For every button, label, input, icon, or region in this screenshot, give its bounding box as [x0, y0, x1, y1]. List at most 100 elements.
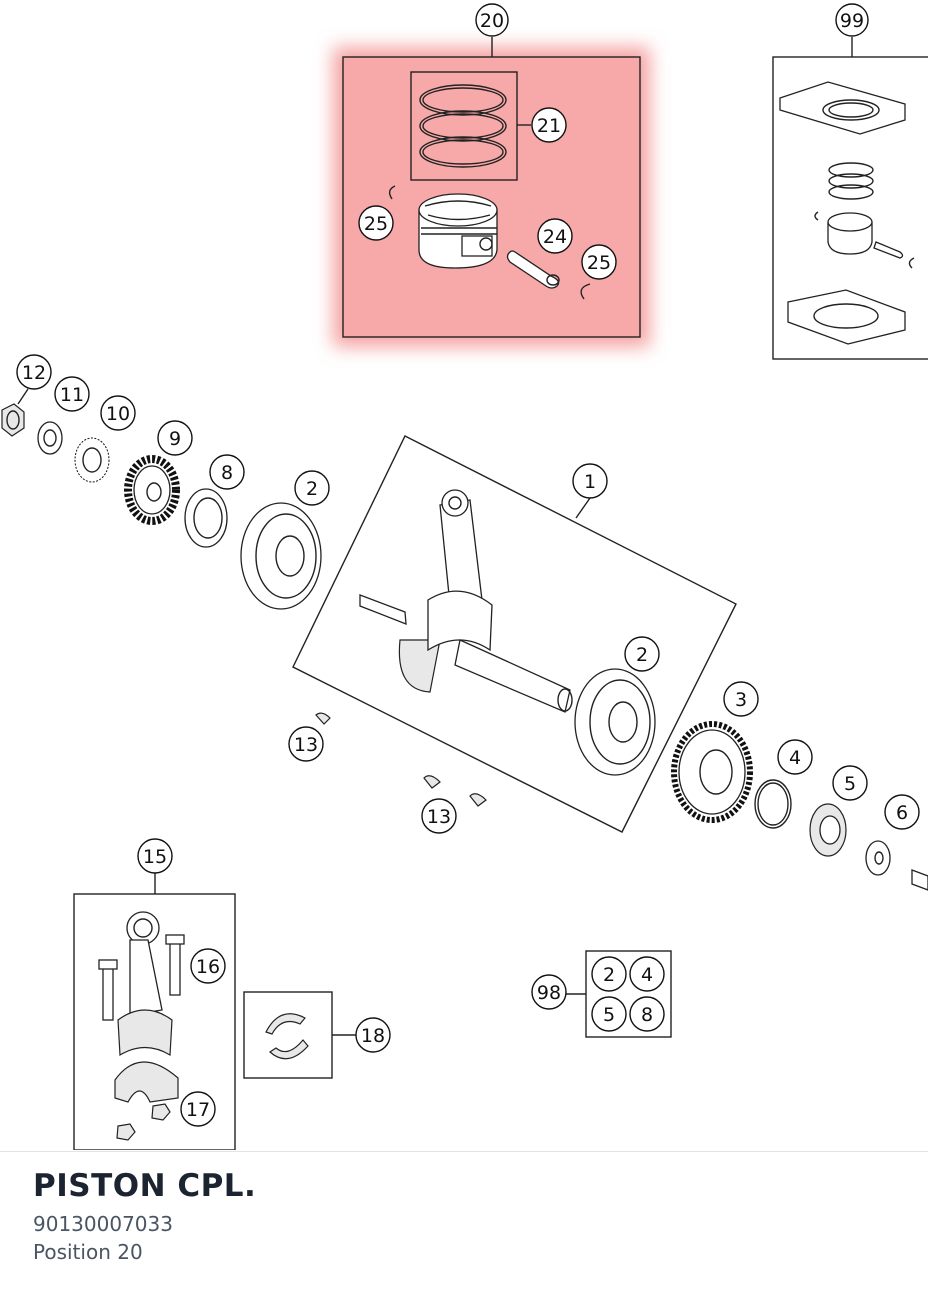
callout-label: 15 — [143, 846, 167, 868]
callout-circle — [358, 205, 394, 241]
divider — [0, 1151, 928, 1152]
callout-label: 25 — [364, 213, 388, 235]
part-info-panel: PISTON CPL. 90130007033 Position 20 — [33, 1168, 256, 1266]
callout-21[interactable]: 21 — [531, 107, 567, 143]
washer-4[interactable] — [754, 779, 792, 829]
callout-3[interactable]: 3 — [723, 681, 759, 717]
callout-10[interactable]: 10 — [100, 395, 136, 431]
callout-25[interactable]: 25 — [358, 205, 394, 241]
part-title: PISTON CPL. — [33, 1168, 257, 1204]
callout-circle — [180, 1091, 216, 1127]
keys-13-upper[interactable] — [315, 712, 331, 725]
callout-8[interactable]: 8 — [209, 454, 245, 490]
callout-4[interactable]: 4 — [777, 739, 813, 775]
callout-17[interactable]: 17 — [180, 1091, 216, 1127]
callout-4[interactable]: 4 — [629, 956, 665, 992]
bearing-2-right[interactable] — [574, 668, 656, 776]
washer-6[interactable] — [865, 840, 891, 876]
callout-circle — [421, 798, 457, 834]
callout-2[interactable]: 2 — [591, 956, 627, 992]
callout-label: 21 — [537, 115, 561, 137]
gear-9[interactable] — [124, 455, 180, 525]
washer-11[interactable] — [37, 421, 63, 455]
callout-label: 10 — [106, 403, 130, 425]
nut-5[interactable] — [809, 803, 847, 857]
callout-label: 3 — [735, 689, 747, 711]
group-99-kit[interactable] — [772, 37, 928, 360]
callout-25[interactable]: 25 — [581, 244, 617, 280]
callout-label: 2 — [636, 644, 648, 666]
callout-12[interactable]: 12 — [16, 354, 52, 390]
shaft-end — [911, 869, 928, 891]
piston-pin[interactable] — [506, 250, 560, 289]
kit-98[interactable] — [566, 950, 672, 1038]
callout-15[interactable]: 15 — [137, 838, 173, 874]
callout-18[interactable]: 18 — [355, 1017, 391, 1053]
callout-label: 5 — [844, 773, 856, 795]
keys-13-lower[interactable] — [423, 775, 487, 807]
callout-label: 4 — [789, 747, 801, 769]
piston[interactable] — [418, 193, 498, 269]
callout-circle — [624, 636, 660, 672]
callout-label: 5 — [603, 1004, 615, 1026]
bearing-2-left[interactable] — [240, 502, 322, 610]
callout-2[interactable]: 2 — [294, 470, 330, 506]
circlip-left[interactable] — [388, 185, 396, 200]
crankshaft-group-1[interactable] — [292, 435, 737, 833]
callout-circle — [723, 681, 759, 717]
circlip-right[interactable] — [580, 283, 591, 300]
callout-label: 12 — [22, 362, 46, 384]
callout-label: 4 — [641, 964, 653, 986]
highlighted-group-20[interactable] — [333, 37, 650, 347]
callout-circle — [884, 794, 920, 830]
callout-label: 25 — [587, 252, 611, 274]
callout-circle — [137, 838, 173, 874]
callout-99[interactable]: 99 — [835, 3, 869, 37]
nut-12[interactable] — [1, 403, 25, 437]
callout-20[interactable]: 20 — [475, 3, 509, 37]
callout-5[interactable]: 5 — [591, 996, 627, 1032]
callout-1[interactable]: 1 — [572, 463, 608, 499]
callout-label: 20 — [480, 10, 504, 32]
callout-circle — [209, 454, 245, 490]
callout-16[interactable]: 16 — [190, 948, 226, 984]
callout-5[interactable]: 5 — [832, 765, 868, 801]
callout-label: 17 — [186, 1099, 210, 1121]
exploded-parts-diagram: 2099212524251211109821234561313151617189… — [1, 3, 928, 1150]
callout-label: 99 — [840, 10, 864, 32]
conrod-group-15[interactable] — [73, 872, 236, 1150]
callout-11[interactable]: 11 — [54, 376, 90, 412]
callout-circle — [572, 463, 608, 499]
callout-9[interactable]: 9 — [157, 420, 193, 456]
gear-10[interactable] — [74, 437, 110, 483]
callout-13[interactable]: 13 — [421, 798, 457, 834]
piston-rings[interactable] — [419, 84, 507, 168]
callout-circle — [531, 107, 567, 143]
callout-circle — [832, 765, 868, 801]
callout-circle — [777, 739, 813, 775]
callout-circle — [294, 470, 330, 506]
callout-24[interactable]: 24 — [537, 218, 573, 254]
seal-8[interactable] — [184, 488, 228, 548]
callout-8[interactable]: 8 — [629, 996, 665, 1032]
callout-circle — [629, 996, 665, 1032]
group-99-frame — [772, 56, 928, 360]
callout-label: 18 — [361, 1025, 385, 1047]
callout-98[interactable]: 98 — [531, 974, 567, 1010]
callout-label: 8 — [221, 462, 233, 484]
callout-13[interactable]: 13 — [288, 726, 324, 762]
callout-circle — [591, 996, 627, 1032]
bearing-shells-18[interactable] — [243, 991, 357, 1079]
callout-circle — [54, 376, 90, 412]
callout-2[interactable]: 2 — [624, 636, 660, 672]
callout-label: 6 — [896, 802, 908, 824]
callout-label: 2 — [603, 964, 615, 986]
callout-label: 13 — [427, 806, 451, 828]
callout-circle — [835, 3, 869, 37]
callout-6[interactable]: 6 — [884, 794, 920, 830]
callout-circle — [355, 1017, 391, 1053]
callout-circle — [475, 3, 509, 37]
gear-3[interactable] — [671, 721, 753, 823]
callout-circle — [537, 218, 573, 254]
